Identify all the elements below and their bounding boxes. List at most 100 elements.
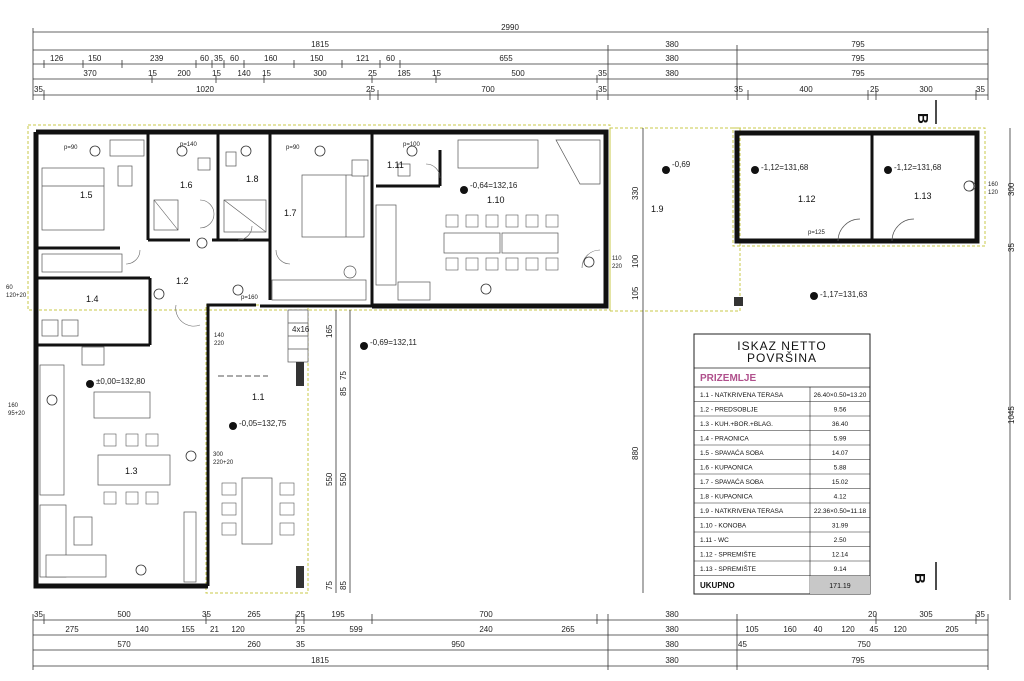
svg-text:220: 220 bbox=[214, 341, 225, 347]
table-total-value: 171.19 bbox=[829, 583, 851, 590]
svg-text:35: 35 bbox=[598, 85, 607, 94]
bottom-dimension-lines: 35 500 35 265 25 195 700 380 20 305 35 2… bbox=[32, 610, 989, 670]
svg-text:35: 35 bbox=[214, 54, 223, 63]
svg-text:550: 550 bbox=[339, 472, 348, 486]
svg-text:300: 300 bbox=[313, 69, 327, 78]
svg-text:380: 380 bbox=[665, 40, 679, 49]
svg-text:795: 795 bbox=[851, 656, 865, 665]
svg-text:35: 35 bbox=[202, 610, 211, 619]
svg-text:120: 120 bbox=[893, 625, 907, 634]
svg-text:85: 85 bbox=[339, 581, 348, 590]
room-1-7: 1.7 bbox=[284, 208, 297, 218]
svg-text:260: 260 bbox=[247, 640, 261, 649]
table-row-value: 26.40×0.50=13.20 bbox=[814, 392, 867, 399]
svg-text:21: 21 bbox=[210, 625, 219, 634]
svg-text:35: 35 bbox=[296, 640, 305, 649]
top-dimension-lines: 2990 1815 380 795 126 150 239 60 35 60 1… bbox=[32, 23, 989, 100]
level-1-12: -1,12=131,68 bbox=[761, 163, 809, 172]
svg-text:275: 275 bbox=[65, 625, 79, 634]
svg-text:150: 150 bbox=[88, 54, 102, 63]
table-row-value: 5.99 bbox=[834, 436, 847, 443]
svg-text:500: 500 bbox=[117, 610, 131, 619]
dim-total-width: 2990 bbox=[501, 23, 519, 32]
table-row-value: 15.02 bbox=[832, 479, 849, 486]
svg-text:35: 35 bbox=[976, 85, 985, 94]
svg-text:380: 380 bbox=[665, 625, 679, 634]
svg-text:110: 110 bbox=[612, 256, 622, 262]
svg-text:700: 700 bbox=[479, 610, 493, 619]
svg-text:95+20: 95+20 bbox=[8, 411, 26, 417]
svg-text:40: 40 bbox=[814, 625, 823, 634]
table-total-label: UKUPNO bbox=[700, 581, 735, 590]
table-row-value: 5.88 bbox=[834, 465, 847, 472]
room-1-8: 1.8 bbox=[246, 174, 259, 184]
svg-text:25: 25 bbox=[296, 625, 305, 634]
table-row-value: 4.12 bbox=[834, 494, 847, 501]
svg-text:330: 330 bbox=[631, 186, 640, 200]
svg-text:380: 380 bbox=[665, 69, 679, 78]
table-row-label: 1.7 - SPAVAĆA SOBA bbox=[700, 477, 764, 486]
svg-text:795: 795 bbox=[851, 69, 865, 78]
svg-text:550: 550 bbox=[325, 472, 334, 486]
svg-text:165: 165 bbox=[325, 324, 334, 338]
svg-text:15: 15 bbox=[148, 69, 157, 78]
svg-text:60: 60 bbox=[200, 54, 209, 63]
section-mark-bottom: B bbox=[911, 562, 937, 590]
table-title-line1: ISKAZ NETTO bbox=[737, 339, 826, 353]
svg-text:239: 239 bbox=[150, 54, 164, 63]
svg-text:1045: 1045 bbox=[1007, 406, 1016, 424]
svg-text:35: 35 bbox=[1007, 243, 1016, 252]
svg-text:300: 300 bbox=[1007, 182, 1016, 196]
svg-text:126: 126 bbox=[50, 54, 64, 63]
svg-text:75: 75 bbox=[339, 371, 348, 380]
area-table: ISKAZ NETTO POVRŠINA PRIZEMLJE 1.1 - NAT… bbox=[693, 333, 871, 595]
svg-text:p=125: p=125 bbox=[808, 230, 826, 236]
svg-text:15: 15 bbox=[262, 69, 271, 78]
room-1-3: 1.3 bbox=[125, 466, 138, 476]
room-1-10: 1.10 bbox=[487, 195, 505, 205]
table-row-label: 1.2 - PREDSOBLJE bbox=[700, 407, 758, 414]
room-1-5: 1.5 bbox=[80, 190, 93, 200]
svg-text:25: 25 bbox=[368, 69, 377, 78]
svg-text:160: 160 bbox=[8, 403, 19, 409]
table-rows: 1.1 - NATKRIVENA TERASA 26.40×0.50=13.20 1… bbox=[694, 392, 870, 576]
opening-labels: p=90 p=140 p=90 p=100 p=160 p=125 60 120… bbox=[6, 142, 999, 466]
furniture bbox=[39, 139, 601, 583]
svg-text:655: 655 bbox=[499, 54, 513, 63]
svg-text:75: 75 bbox=[325, 581, 334, 590]
svg-text:100: 100 bbox=[631, 254, 640, 268]
svg-text:370: 370 bbox=[83, 69, 97, 78]
svg-text:105: 105 bbox=[631, 286, 640, 300]
storage-building-walls bbox=[734, 130, 980, 244]
svg-text:35: 35 bbox=[976, 610, 985, 619]
stairs-label: 4x16 bbox=[292, 325, 310, 334]
svg-text:200: 200 bbox=[177, 69, 191, 78]
svg-text:400: 400 bbox=[799, 85, 813, 94]
svg-text:p=160: p=160 bbox=[241, 295, 259, 301]
level-1-1: -0,05=132,75 bbox=[239, 419, 287, 428]
svg-text:880: 880 bbox=[631, 446, 640, 460]
svg-text:140: 140 bbox=[237, 69, 251, 78]
svg-text:185: 185 bbox=[397, 69, 411, 78]
svg-text:265: 265 bbox=[247, 610, 261, 619]
svg-text:160: 160 bbox=[264, 54, 278, 63]
table-row-value: 22.36×0.50=11.18 bbox=[814, 508, 867, 515]
level-1-10: -0,64=132,16 bbox=[470, 181, 518, 190]
table-row-label: 1.1 - NATKRIVENA TERASA bbox=[700, 392, 784, 399]
svg-text:p=90: p=90 bbox=[286, 145, 300, 151]
level-stair: -0,69=132,11 bbox=[370, 338, 417, 347]
svg-text:160: 160 bbox=[988, 182, 999, 188]
table-title-line2: POVRŠINA bbox=[747, 350, 817, 365]
right-dimension-lines: 300 35 1045 bbox=[1007, 128, 1016, 600]
svg-text:121: 121 bbox=[356, 54, 370, 63]
room-1-2: 1.2 bbox=[176, 276, 189, 286]
svg-text:45: 45 bbox=[870, 625, 879, 634]
table-row-value: 9.56 bbox=[834, 407, 847, 414]
svg-text:265: 265 bbox=[561, 625, 575, 634]
svg-text:1815: 1815 bbox=[311, 656, 329, 665]
svg-text:300: 300 bbox=[213, 452, 224, 458]
main-building-walls: 4x16 bbox=[33, 129, 743, 589]
room-1-1: 1.1 bbox=[252, 392, 265, 402]
level-1-13: -1,12=131,68 bbox=[894, 163, 942, 172]
